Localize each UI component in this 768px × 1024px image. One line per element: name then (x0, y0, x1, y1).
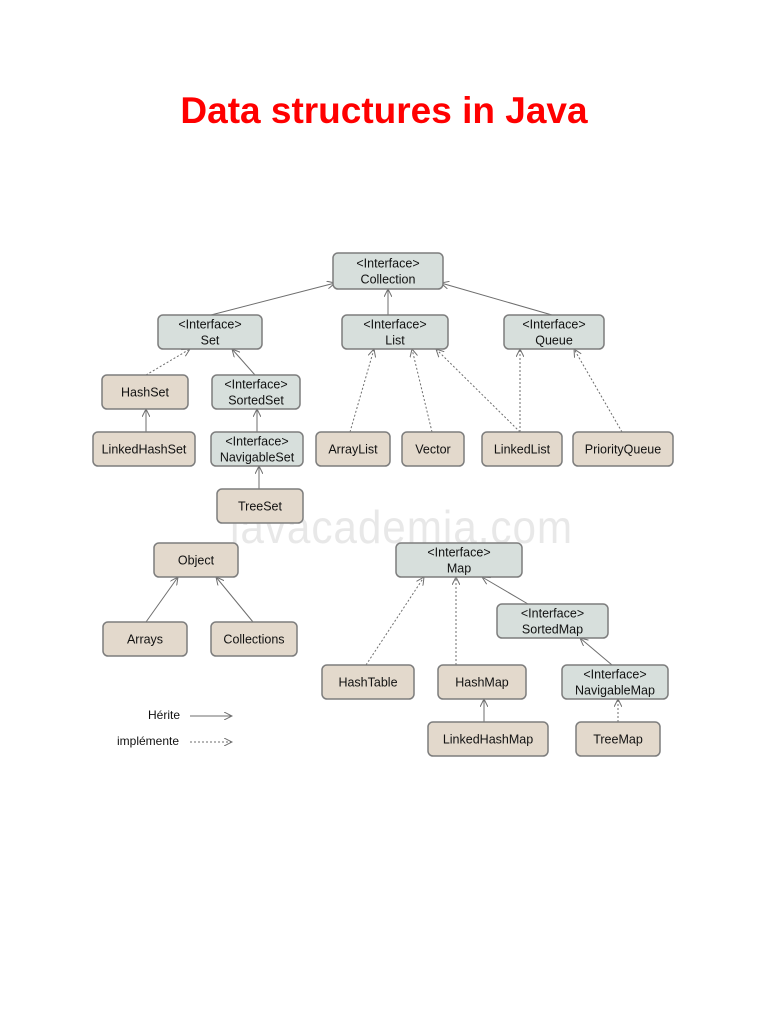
node-label-collection-1: <Interface> (356, 257, 419, 271)
node-box-collection (332, 252, 444, 290)
node-label-sortedmap-1: <Interface> (521, 607, 584, 621)
node-treeset: TreeSet (216, 488, 304, 524)
node-vector: Vector (401, 431, 465, 467)
edge-priorityqueue-to-queue (574, 349, 623, 433)
edge-hashset-to-set (145, 349, 190, 376)
node-label-object: Object (178, 554, 215, 568)
node-label-list-1: <Interface> (363, 318, 426, 332)
edge-arrays-to-object (145, 577, 178, 623)
node-label-hashtable: HashTable (338, 676, 397, 690)
node-box-collections (210, 621, 298, 657)
node-label-hashset: HashSet (121, 386, 169, 400)
node-hashset: HashSet (101, 374, 189, 410)
node-box-linkedhashset (92, 431, 196, 467)
node-label-navigablemap-1: <Interface> (583, 668, 646, 682)
edge-linkedlist-to-list (436, 349, 521, 433)
node-box-object (153, 542, 239, 578)
node-box-sortedmap (496, 603, 609, 639)
node-box-sortedset (211, 374, 301, 410)
node-label-collection-2: Collection (361, 273, 416, 287)
node-priorityqueue: PriorityQueue (572, 431, 674, 467)
edge-arraylist-to-list (349, 349, 374, 433)
node-box-list (341, 314, 449, 350)
edge-sortedset-to-set (232, 349, 256, 376)
node-label-map-2: Map (447, 562, 471, 576)
node-label-linkedhashmap: LinkedHashMap (443, 733, 533, 747)
node-label-queue-1: <Interface> (522, 318, 585, 332)
legend-implements-label: implémente (117, 734, 179, 748)
node-navigablemap: <Interface> NavigableMap (561, 664, 669, 700)
node-queue: <Interface> Queue (503, 314, 605, 350)
node-arrays: Arrays (102, 621, 188, 657)
node-box-queue (503, 314, 605, 350)
node-box-navigablemap (561, 664, 669, 700)
node-label-vector: Vector (415, 443, 450, 457)
node-label-sortedset-1: <Interface> (224, 378, 287, 392)
node-box-map (395, 542, 523, 578)
node-label-collections: Collections (223, 633, 284, 647)
node-sortedmap: <Interface> SortedMap (496, 603, 609, 639)
node-hashmap: HashMap (437, 664, 527, 700)
node-box-hashset (101, 374, 189, 410)
node-label-linkedhashset: LinkedHashSet (102, 443, 187, 457)
node-set: <Interface> Set (157, 314, 263, 350)
node-label-navigableset-2: NavigableSet (220, 451, 295, 465)
node-label-set-1: <Interface> (178, 318, 241, 332)
node-linkedlist: LinkedList (481, 431, 563, 467)
node-arraylist: ArrayList (315, 431, 391, 467)
node-box-arraylist (315, 431, 391, 467)
node-box-linkedlist (481, 431, 563, 467)
node-label-hashmap: HashMap (455, 676, 509, 690)
edge-queue-to-collection (441, 283, 553, 316)
node-treemap: TreeMap (575, 721, 661, 757)
node-label-sortedset-2: SortedSet (228, 394, 284, 408)
node-label-map-1: <Interface> (427, 546, 490, 560)
node-label-arraylist: ArrayList (328, 443, 378, 457)
node-label-set-2: Set (201, 334, 220, 348)
node-label-priorityqueue: PriorityQueue (585, 443, 661, 457)
node-box-navigableset (210, 431, 304, 467)
edge-vector-to-list (412, 349, 433, 433)
node-box-treeset (216, 488, 304, 524)
node-label-queue-2: Queue (535, 334, 573, 348)
edge-navigablemap-to-sortedmap (580, 638, 613, 666)
node-box-vector (401, 431, 465, 467)
node-list: <Interface> List (341, 314, 449, 350)
node-navigableset: <Interface> NavigableSet (210, 431, 304, 467)
node-label-navigablemap-2: NavigableMap (575, 684, 655, 698)
edge-collections-to-object (216, 577, 254, 623)
node-label-sortedmap-2: SortedMap (522, 623, 583, 637)
node-collections: Collections (210, 621, 298, 657)
node-label-navigableset-1: <Interface> (225, 435, 288, 449)
edge-hashtable-to-map (365, 577, 424, 666)
nodes-layer: <Interface>Collection<Interface>Set<Inte… (92, 252, 674, 757)
node-linkedhashset: LinkedHashSet (92, 431, 196, 467)
node-box-hashtable (321, 664, 415, 700)
node-linkedhashmap: LinkedHashMap (427, 721, 549, 757)
edge-sortedmap-to-map (482, 577, 529, 605)
legend: Hérite implémente (117, 708, 232, 748)
node-label-treemap: TreeMap (593, 733, 643, 747)
node-box-arrays (102, 621, 188, 657)
node-sortedset: <Interface> SortedSet (211, 374, 301, 410)
node-box-priorityqueue (572, 431, 674, 467)
node-collection: <Interface> Collection (332, 252, 444, 290)
edges-layer (145, 283, 623, 722)
node-hashtable: HashTable (321, 664, 415, 700)
node-box-hashmap (437, 664, 527, 700)
node-label-linkedlist: LinkedList (494, 443, 551, 457)
node-box-treemap (575, 721, 661, 757)
node-box-linkedhashmap (427, 721, 549, 757)
node-label-arrays: Arrays (127, 633, 163, 647)
legend-inherits-label: Hérite (148, 708, 180, 722)
node-map: <Interface> Map (395, 542, 523, 578)
node-label-list-2: List (385, 334, 405, 348)
edge-set-to-collection (210, 283, 335, 316)
node-object: Object (153, 542, 239, 578)
node-label-treeset: TreeSet (238, 500, 283, 514)
page-title: Data structures in Java (180, 90, 588, 131)
node-box-set (157, 314, 263, 350)
